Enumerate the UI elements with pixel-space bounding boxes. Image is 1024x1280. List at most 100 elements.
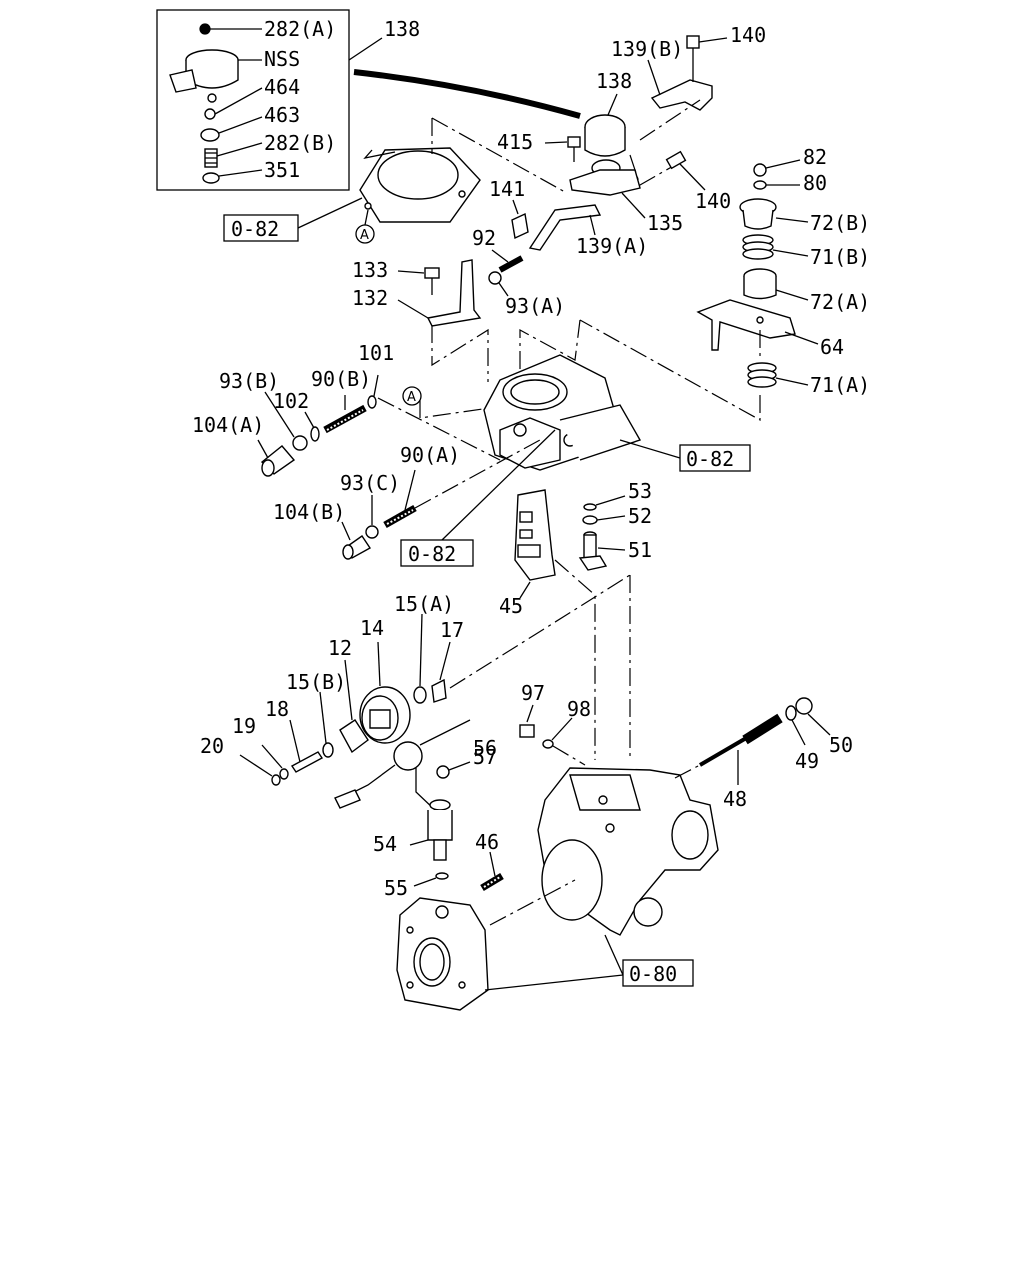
part-12-vane (339, 659, 369, 754)
part-19-washer (261, 744, 289, 780)
dash-h (519, 319, 581, 372)
part-53-washer (583, 495, 626, 511)
part-18-shaft (289, 719, 324, 773)
callout-72a: 72(A) (810, 290, 870, 314)
leader-080-b (484, 974, 624, 991)
part-50-nut (795, 697, 831, 736)
callout-102: 102 (273, 389, 309, 413)
callout-49: 49 (795, 749, 819, 773)
callout-14: 14 (360, 616, 384, 640)
leader-082-mid (619, 439, 681, 459)
callout-141: 141 (489, 177, 525, 201)
part-54-valve (409, 799, 453, 861)
dash-o (489, 879, 576, 926)
ref-082-mid: 0-82 (686, 447, 734, 471)
part-97-bolt (519, 704, 535, 738)
callout-71b: 71(B) (810, 245, 870, 269)
part-51-pin (578, 531, 626, 571)
leader-138 (607, 93, 618, 116)
callout-104b: 104(B) (273, 500, 345, 524)
callout-139a: 139(A) (576, 234, 648, 258)
part-57-nut (436, 761, 471, 779)
callout-90a: 90(A) (400, 443, 460, 467)
part-464-nut (204, 87, 263, 120)
dash-i (377, 397, 501, 461)
part-14-rotor (359, 641, 411, 744)
leader-139a (589, 214, 596, 236)
svg-text:A: A (360, 228, 369, 243)
callout-12: 12 (328, 636, 352, 660)
marker-a-mid: A (402, 386, 422, 406)
dash-j (414, 439, 541, 509)
leader-082-low (441, 429, 556, 541)
callout-55: 55 (384, 876, 408, 900)
callout-464: 464 (264, 75, 300, 99)
part-49-washer (785, 705, 806, 746)
part-pump-housing (537, 767, 719, 936)
callout-97: 97 (521, 681, 545, 705)
leader-415 (544, 141, 568, 144)
part-104b-cap (341, 521, 372, 560)
leader-082-top (297, 197, 363, 229)
part-72b-bushing (739, 198, 809, 230)
part-15a-ring (413, 613, 427, 704)
part-141-clip (511, 212, 529, 240)
leader-135 (621, 192, 646, 219)
part-415-screw (567, 136, 581, 162)
dash-n (674, 764, 701, 779)
callout-82: 82 (803, 145, 827, 169)
part-132-bracket (426, 259, 482, 327)
callout-20: 20 (200, 734, 224, 758)
callout-15a: 15(A) (394, 592, 454, 616)
part-governor-body (483, 354, 642, 471)
callout-50: 50 (829, 733, 853, 757)
part-104a-cap (257, 439, 296, 477)
callout-92: 92 (472, 226, 496, 250)
callout-138-box: 138 (384, 17, 420, 41)
callout-133: 133 (352, 258, 388, 282)
ref-080: 0-80 (629, 962, 677, 986)
part-55-washer (413, 872, 449, 887)
leader-92 (491, 249, 509, 263)
part-140-bolt (665, 150, 706, 191)
part-17-plate (431, 641, 451, 703)
part-64-lever (696, 299, 819, 351)
ref-box-082-low (400, 539, 474, 567)
callout-135: 135 (647, 211, 683, 235)
ref-box-080 (622, 959, 694, 987)
callout-93c: 93(C) (340, 471, 400, 495)
callout-282b: 282(B) (264, 131, 336, 155)
marker-a-top: A (355, 209, 375, 244)
callout-463: 463 (264, 103, 300, 127)
part-15b-ring (319, 691, 334, 758)
callout-18: 18 (265, 697, 289, 721)
callout-138: 138 (596, 69, 632, 93)
part-101-oring (367, 374, 379, 409)
callout-72b: 72(B) (810, 211, 870, 235)
part-80-washer (753, 180, 800, 190)
dash-m (552, 745, 586, 766)
dash-k (554, 559, 631, 760)
callout-139b: 139(B) (611, 37, 683, 61)
callout-56: 56 (473, 736, 497, 760)
leader-132 (397, 299, 429, 319)
part-92-screw (498, 255, 524, 273)
callout-104a: 104(A) (192, 413, 264, 437)
part-56-sensor-harness (334, 719, 471, 811)
part-pump-cover (396, 897, 489, 1011)
part-282a-screw (199, 23, 262, 35)
part-98-washer (542, 717, 573, 749)
callout-282a: 282(A) (264, 17, 336, 41)
callout-52: 52 (628, 504, 652, 528)
inset-frame (156, 9, 350, 191)
callout-17: 17 (440, 618, 464, 642)
callout-19: 19 (232, 714, 256, 738)
part-82-nut (753, 159, 801, 177)
part-140-bolt-top (686, 35, 728, 82)
dash-d (629, 154, 676, 186)
dash-b (431, 117, 566, 193)
callout-46: 46 (475, 830, 499, 854)
part-93a-nut (488, 271, 509, 297)
part-20-clip (239, 754, 281, 786)
part-52-oring (582, 515, 626, 525)
